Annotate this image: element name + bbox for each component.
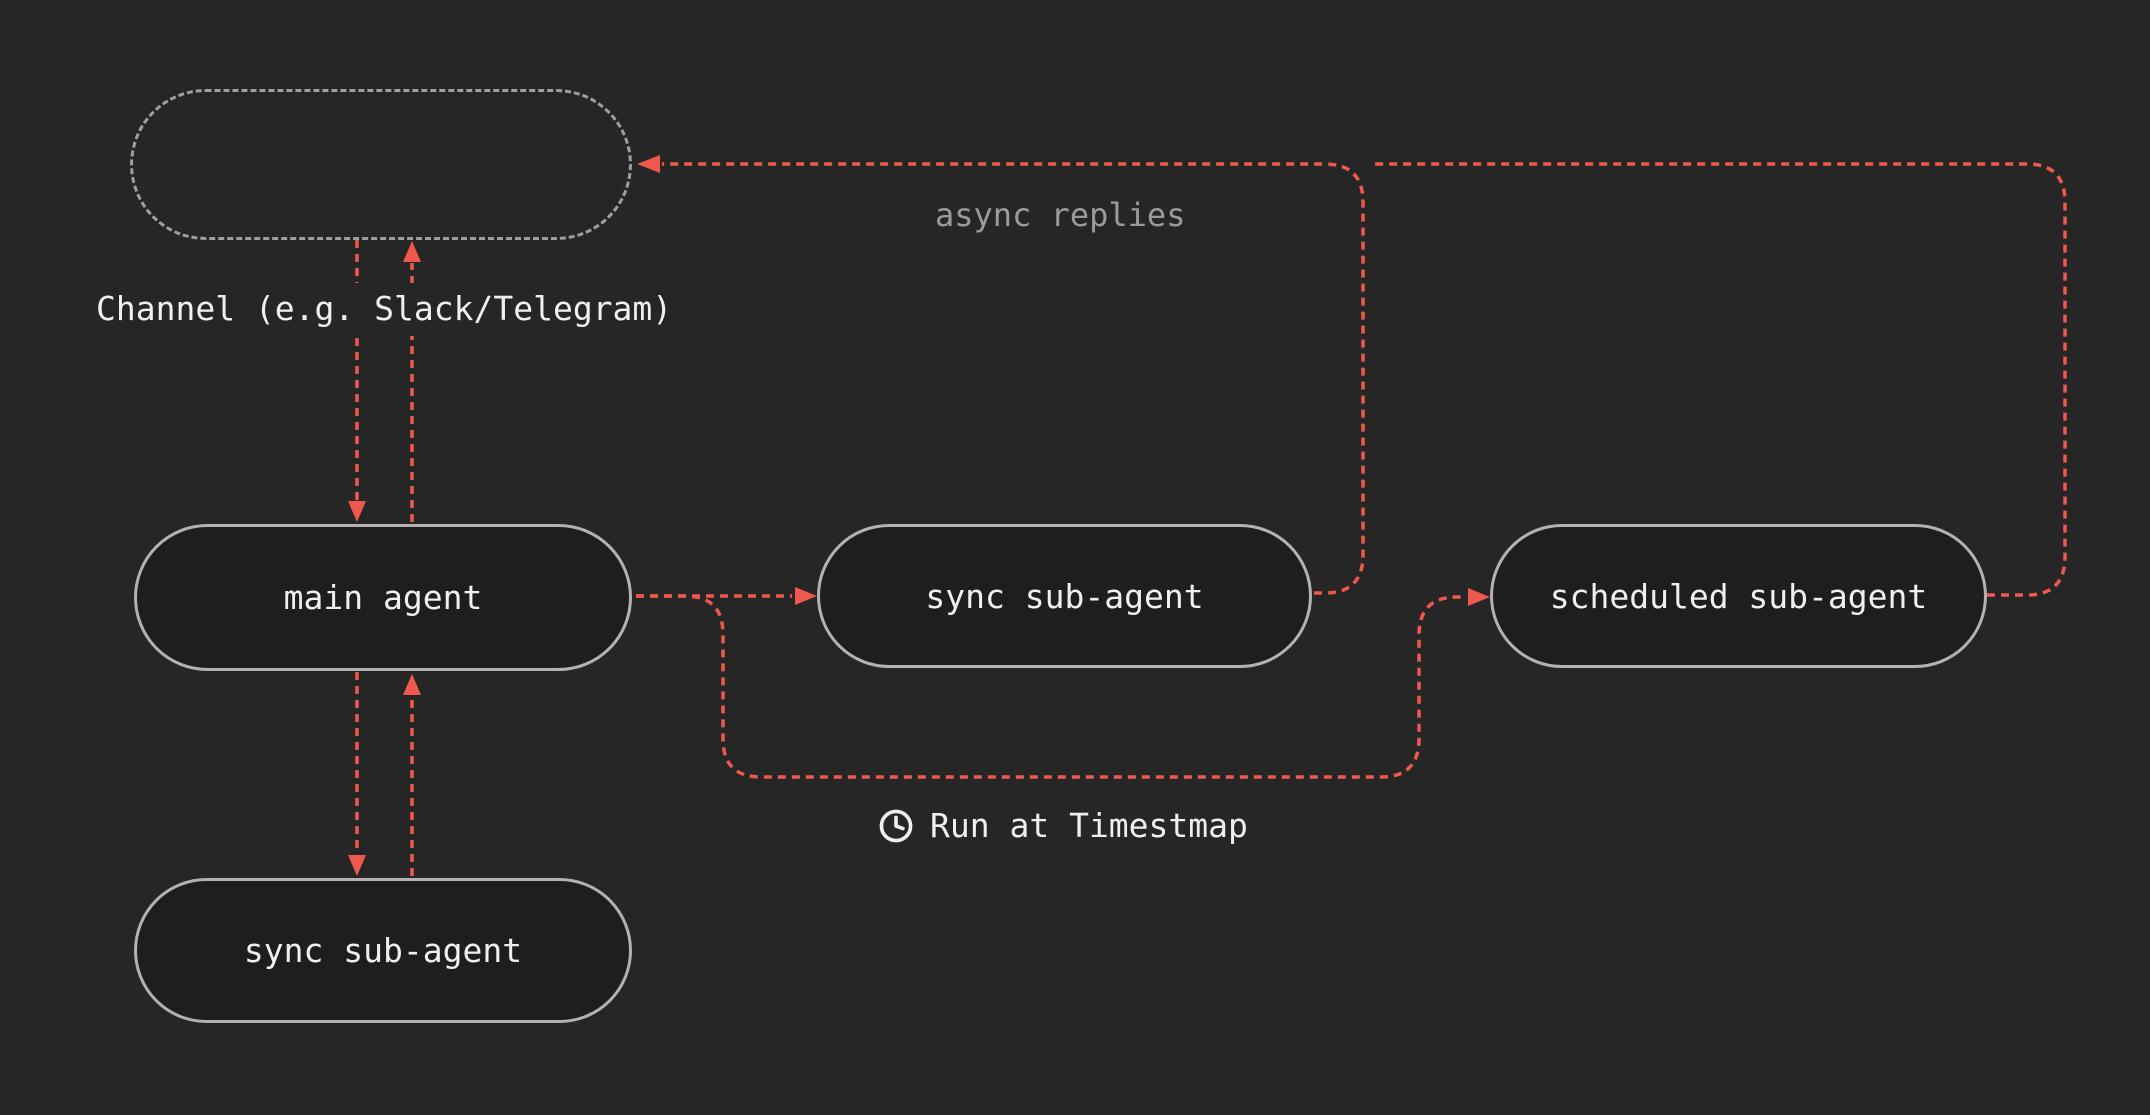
run-at-timestamp-label: Run at Timestmap: [877, 806, 1248, 845]
sync-sub-agent-bottom-label: sync sub-agent: [243, 931, 523, 970]
arrowhead-into-channel-right: [637, 155, 660, 173]
async-replies-label: async replies: [935, 196, 1186, 234]
arrowhead-into-sync-left: [795, 587, 817, 605]
sync-sub-agent-label: sync sub-agent: [925, 576, 1204, 616]
sync-sub-agent-node: sync sub-agent: [817, 524, 1312, 668]
channel-node: [130, 89, 632, 240]
arrowhead-into-main-top: [348, 501, 366, 522]
main-agent-label: main agent: [283, 578, 483, 617]
arrowhead-into-channel-bottom: [403, 241, 421, 262]
main-agent-node: main agent: [134, 524, 632, 671]
clock-icon: [879, 809, 913, 842]
run-at-timestamp-text: Run at Timestmap: [930, 806, 1248, 845]
scheduled-sub-agent-node: scheduled sub-agent: [1490, 524, 1987, 668]
sync-sub-agent-bottom-node: sync sub-agent: [134, 878, 632, 1023]
arrowhead-into-sync-bottom-top: [348, 855, 366, 876]
arrowhead-into-scheduled-left: [1468, 588, 1490, 606]
channel-caption: Channel (e.g. Slack/Telegram): [88, 283, 681, 336]
scheduled-sub-agent-label: scheduled sub-agent: [1549, 576, 1928, 616]
arrowhead-into-main-bottom: [403, 674, 421, 695]
